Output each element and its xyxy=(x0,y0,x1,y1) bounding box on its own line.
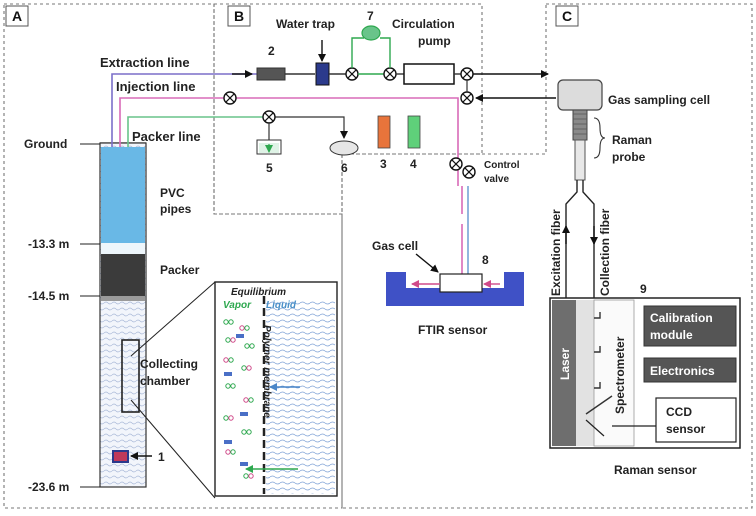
depth-labels: Ground -13.3 m -14.5 m -23.6 m xyxy=(24,137,100,494)
circulation-pump[interactable] xyxy=(403,63,455,85)
item-4-cylinder[interactable] xyxy=(407,115,421,149)
calibration-label-2: module xyxy=(650,328,693,342)
gas-molecules xyxy=(223,319,255,479)
item-6-reservoir[interactable] xyxy=(329,140,359,156)
gas-cell[interactable] xyxy=(439,273,483,293)
raman-probe[interactable] xyxy=(574,139,586,181)
raman-sensor-label: Raman sensor xyxy=(614,463,697,477)
item-8-label: 8 xyxy=(482,253,489,267)
item-5-label: 5 xyxy=(266,161,273,175)
valve-c-icon[interactable] xyxy=(460,67,474,81)
collection-fiber-label: Collection fiber xyxy=(598,208,612,296)
depth-23-6: -23.6 m xyxy=(28,480,69,494)
item-7-pump[interactable] xyxy=(361,25,381,41)
vapor-label: Vapor xyxy=(223,300,252,311)
collecting-chamber-box xyxy=(121,339,140,413)
water-trap[interactable] xyxy=(315,62,330,86)
packer-valve-icon[interactable] xyxy=(262,110,276,124)
item-1-label: 1 xyxy=(158,450,165,464)
packer-line xyxy=(127,116,263,147)
item-3-label: 3 xyxy=(380,157,387,171)
item-3-cylinder[interactable] xyxy=(377,115,391,149)
circulation-label: Circulation xyxy=(392,17,455,31)
packer-label: Packer xyxy=(160,263,200,277)
depth-13-3: -13.3 m xyxy=(28,237,69,251)
collection-fiber xyxy=(582,180,595,298)
calibration-module[interactable] xyxy=(643,305,737,347)
packer-line-b xyxy=(275,116,348,139)
liquid-label: Liquid xyxy=(266,300,297,311)
pvc-label: PVC xyxy=(160,186,185,200)
packer-line-label: Packer line xyxy=(132,129,201,144)
well xyxy=(99,142,216,499)
equilibrium-inset: Equilibrium Vapor Liquid Polymer membran… xyxy=(214,281,338,497)
gas-cell-label: Gas cell xyxy=(372,239,418,253)
item-7-label: 7 xyxy=(367,9,374,23)
electronics-label: Electronics xyxy=(650,364,715,378)
panel-letters: A B C xyxy=(5,5,579,27)
gas-sampling-label: Gas sampling cell xyxy=(608,93,710,107)
spectrometer-label: Spectrometer xyxy=(613,336,627,414)
laser-module[interactable] xyxy=(552,300,576,446)
pipes-label: pipes xyxy=(160,202,192,216)
panel-c-label: C xyxy=(562,8,572,24)
ccd-label-2: sensor xyxy=(666,422,706,436)
item-4-label: 4 xyxy=(410,157,417,171)
line-labels: Extraction line Injection line Packer li… xyxy=(100,55,201,144)
panel-b-components: 2 Water trap 7 Circulation pump 5 6 3 4 xyxy=(223,9,556,175)
control-valve-a-icon[interactable] xyxy=(449,157,463,171)
valve-label: valve xyxy=(484,174,509,185)
injection-line xyxy=(119,97,224,147)
sensor-1-marker xyxy=(112,450,129,463)
gas-lines xyxy=(111,70,469,280)
panel-c-border xyxy=(341,3,753,509)
injection-line-b xyxy=(236,97,459,186)
laser-label: Laser xyxy=(558,348,572,380)
panel-a-label: A xyxy=(12,8,22,24)
probe-label: probe xyxy=(612,150,646,164)
ccd-label-1: CCD xyxy=(666,405,692,419)
membrane-label: Polymer membrane xyxy=(261,325,272,418)
valve-d-icon[interactable] xyxy=(460,91,474,105)
injection-valve-icon[interactable] xyxy=(223,91,237,105)
item-2-label: 2 xyxy=(268,44,275,58)
depth-14-5: -14.5 m xyxy=(28,289,69,303)
raman-section: Gas sampling cell Raman probe Excitation… xyxy=(549,79,741,477)
injection-line-label: Injection line xyxy=(116,79,195,94)
control-valve-b-icon[interactable] xyxy=(462,165,476,179)
ftir-section: Control valve Gas cell 8 FTIR sensor xyxy=(372,157,524,337)
extraction-line xyxy=(111,73,226,147)
gas-sampling-cell[interactable] xyxy=(557,79,603,111)
valve-a-icon[interactable] xyxy=(345,67,359,81)
pump-label: pump xyxy=(418,34,451,48)
well-labels: PVC pipes Packer Collecting chamber 1 xyxy=(130,186,200,464)
ground-label: Ground xyxy=(24,137,67,151)
item-9-label: 9 xyxy=(640,282,647,296)
water-trap-label: Water trap xyxy=(276,17,335,31)
pvc-pipe-section xyxy=(101,147,145,243)
control-label: Control xyxy=(484,160,520,171)
chamber-label: chamber xyxy=(140,374,190,388)
panel-b-label: B xyxy=(234,8,244,24)
extraction-line-label: Extraction line xyxy=(100,55,190,70)
excitation-fiber xyxy=(565,180,578,298)
excitation-fiber-label: Excitation fiber xyxy=(549,209,563,296)
item-2-filter[interactable] xyxy=(256,67,286,81)
valve-b-icon[interactable] xyxy=(383,67,397,81)
ccd-sensor[interactable] xyxy=(655,397,737,443)
ftir-label: FTIR sensor xyxy=(418,323,488,337)
calibration-label-1: Calibration xyxy=(650,311,713,325)
electronics-module[interactable] xyxy=(643,357,737,383)
collecting-label: Collecting xyxy=(140,357,198,371)
item-6-label: 6 xyxy=(341,161,348,175)
equilibrium-title: Equilibrium xyxy=(231,287,286,298)
raman-label: Raman xyxy=(612,133,652,147)
packer-section xyxy=(101,254,145,296)
